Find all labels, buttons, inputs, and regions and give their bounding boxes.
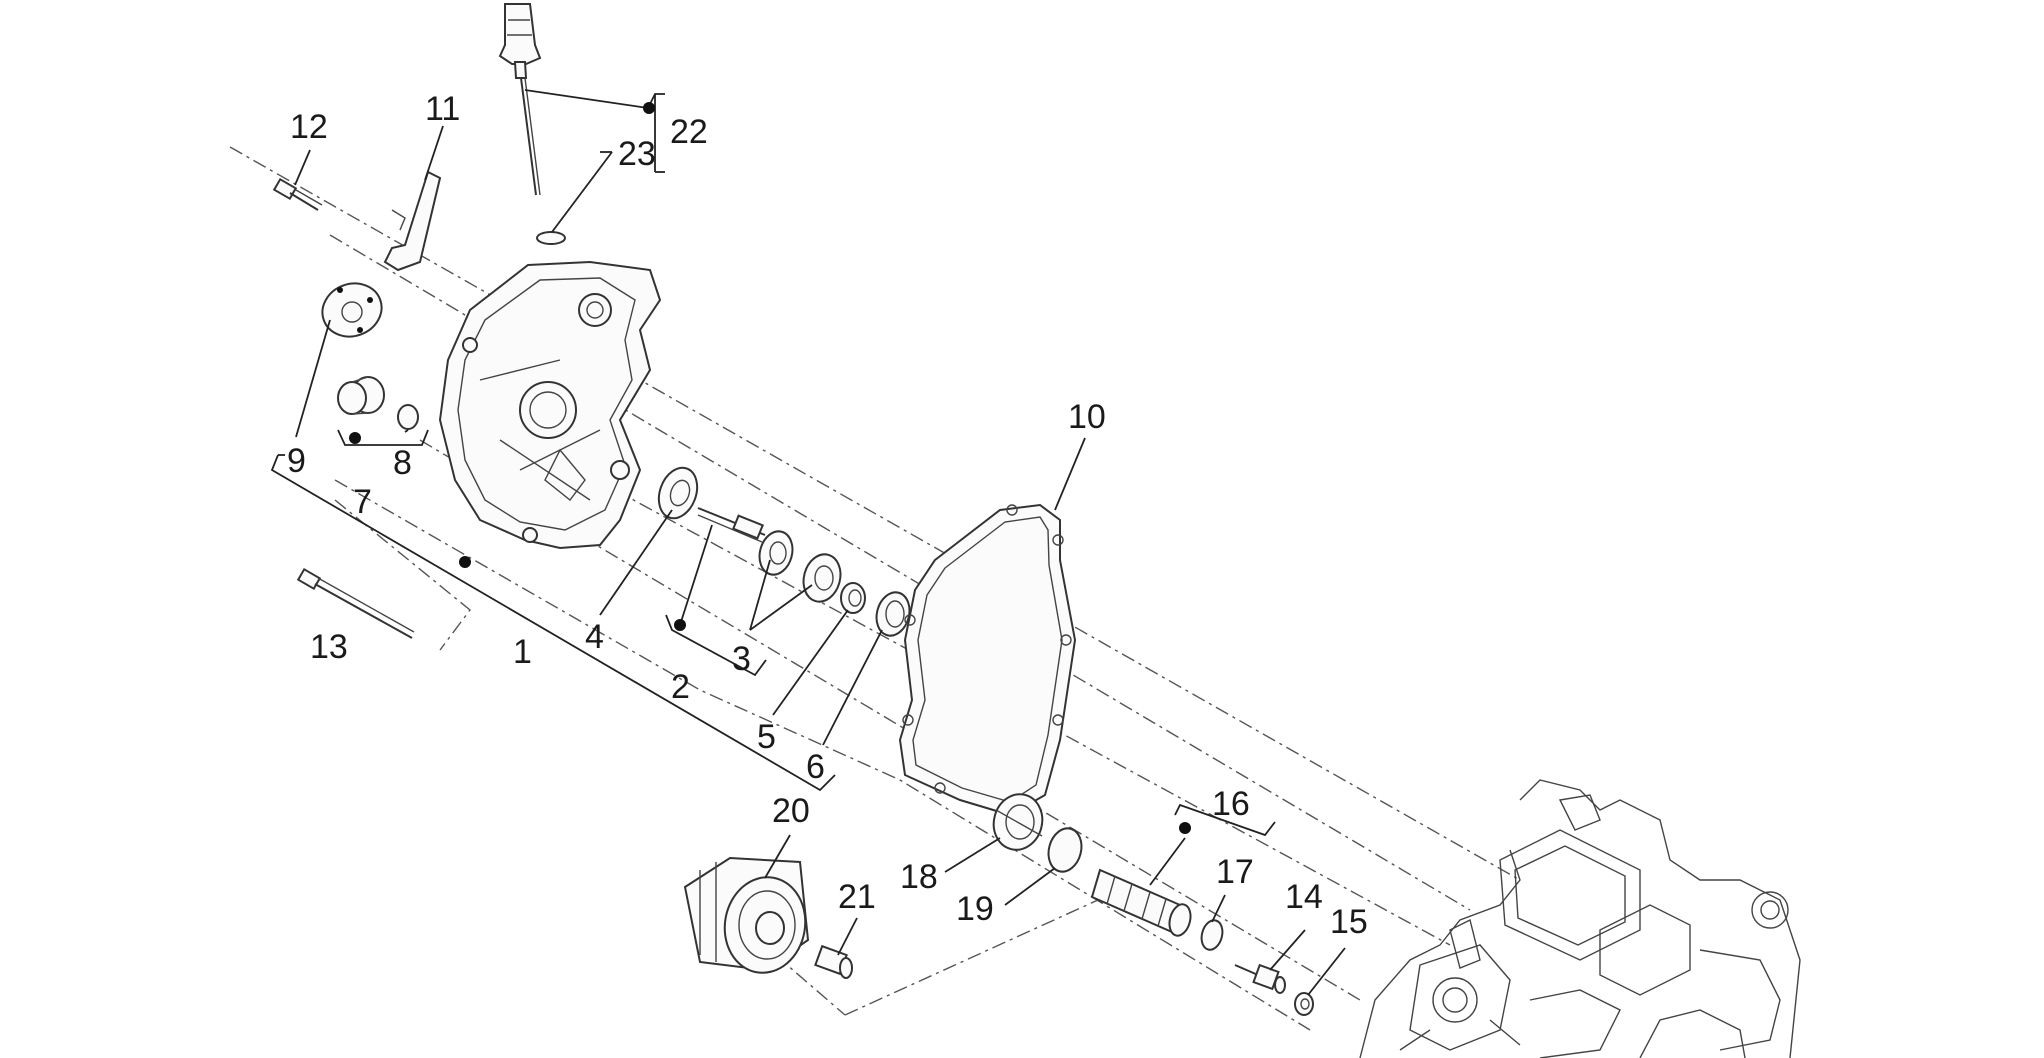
part-21-nipple — [814, 944, 853, 979]
part-5-bushing — [840, 582, 866, 614]
callout-16: 16 — [1212, 785, 1250, 823]
part-10-gasket — [898, 503, 1077, 817]
part-16-mesh-filter — [1090, 868, 1192, 937]
part-12-bolt — [272, 177, 323, 211]
part-9-pump — [321, 282, 383, 338]
assembly-dots — [349, 102, 1191, 834]
engine-assembly-reference — [1359, 779, 1801, 1058]
callout-20: 20 — [772, 792, 810, 830]
leader-lines — [270, 89, 1346, 996]
callout-18: 18 — [900, 858, 938, 896]
part-13-bolt — [296, 567, 415, 639]
callout-19: 19 — [956, 890, 994, 928]
part-2-shaft — [697, 507, 766, 543]
part-15-washer — [1294, 992, 1314, 1016]
part-22-dipstick — [498, 3, 542, 196]
part-8-ring — [397, 404, 419, 430]
callout-5: 5 — [757, 718, 776, 756]
callout-labels: 12 11 22 23 9 8 7 13 1 4 2 3 5 6 10 20 2… — [287, 90, 1368, 941]
callout-7: 7 — [353, 483, 372, 521]
callout-13: 13 — [310, 628, 348, 666]
callout-2: 2 — [671, 668, 690, 706]
callout-12: 12 — [290, 108, 328, 146]
part-14-sensor — [1234, 963, 1286, 994]
part-7-bushing — [337, 376, 385, 415]
part-18-cap — [992, 793, 1044, 851]
callout-11: 11 — [425, 90, 460, 128]
callout-6: 6 — [806, 748, 825, 786]
callout-9: 9 — [287, 442, 306, 480]
callout-22: 22 — [670, 113, 708, 151]
part-1-cover — [438, 260, 662, 550]
callout-3: 3 — [732, 640, 751, 678]
part-19-o-ring — [1047, 827, 1083, 873]
part-17-o-ring — [1200, 919, 1224, 951]
part-20-oil-filter — [683, 856, 810, 974]
callout-4: 4 — [585, 618, 604, 656]
callout-1: 1 — [513, 633, 532, 671]
callout-8: 8 — [393, 444, 412, 482]
callout-14: 14 — [1285, 878, 1323, 916]
part-23-o-ring — [536, 231, 566, 245]
part-4-bearing — [657, 466, 699, 520]
callout-17: 17 — [1216, 853, 1254, 891]
callout-10: 10 — [1068, 398, 1106, 436]
callout-15: 15 — [1330, 903, 1368, 941]
part-3-bearings — [758, 530, 842, 603]
part-6-seal — [875, 591, 911, 637]
callout-23: 23 — [618, 135, 656, 173]
callout-21: 21 — [838, 878, 876, 916]
part-11-bracket — [383, 170, 442, 272]
